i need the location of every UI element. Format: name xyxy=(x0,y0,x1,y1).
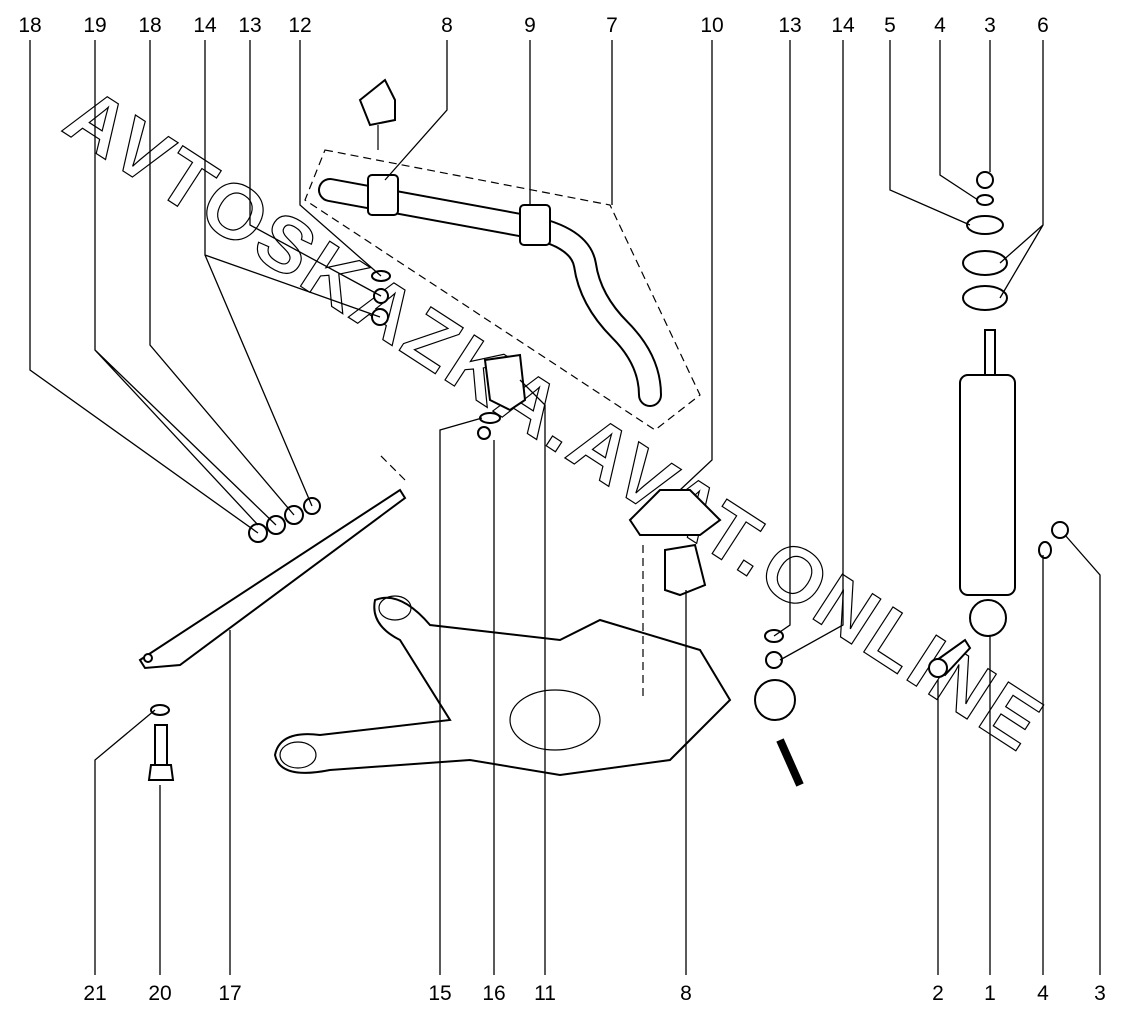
callout: 10 xyxy=(700,14,723,37)
callout: 5 xyxy=(884,14,896,37)
callout: 18 xyxy=(138,14,161,37)
clamp-icon xyxy=(358,78,396,127)
callout: 21 xyxy=(83,982,106,1005)
bracket-11 xyxy=(483,353,527,412)
callout: 4 xyxy=(934,14,946,37)
callout: 3 xyxy=(984,14,996,37)
shock-rod xyxy=(984,329,996,376)
callout: 15 xyxy=(428,982,451,1005)
callout: 9 xyxy=(524,14,536,37)
bracket-10 xyxy=(628,489,722,536)
callout: 11 xyxy=(534,982,556,1005)
callouts-top: 18 19 18 14 13 12 8 9 7 10 13 14 5 4 3 6 xyxy=(18,14,1049,37)
callout: 13 xyxy=(778,14,801,37)
stabilizer-outline xyxy=(304,149,701,431)
callout: 19 xyxy=(83,14,106,37)
callout: 20 xyxy=(148,982,171,1005)
callout: 3 xyxy=(1094,982,1106,1005)
callout: 13 xyxy=(238,14,261,37)
callout: 1 xyxy=(984,982,996,1005)
callout: 12 xyxy=(288,14,311,37)
callout: 2 xyxy=(932,982,944,1005)
callout: 4 xyxy=(1037,982,1049,1005)
bushing-8 xyxy=(367,174,399,216)
strut-rod-17 xyxy=(138,488,407,670)
bushing-8-lower xyxy=(664,543,707,597)
lower-arm xyxy=(273,596,732,777)
callout: 16 xyxy=(482,982,505,1005)
bushing-9 xyxy=(519,204,551,246)
callout: 8 xyxy=(680,982,692,1005)
callouts-bottom: 21 20 17 15 16 11 8 2 1 4 3 xyxy=(83,982,1106,1005)
callout: 14 xyxy=(193,14,217,37)
ball-joint xyxy=(754,679,796,721)
shock-body xyxy=(959,374,1016,596)
callout: 6 xyxy=(1037,14,1049,37)
callout: 8 xyxy=(441,14,453,37)
callout: 17 xyxy=(218,982,241,1005)
callout: 18 xyxy=(18,14,41,37)
callout: 14 xyxy=(831,14,855,37)
callout: 7 xyxy=(606,14,618,37)
